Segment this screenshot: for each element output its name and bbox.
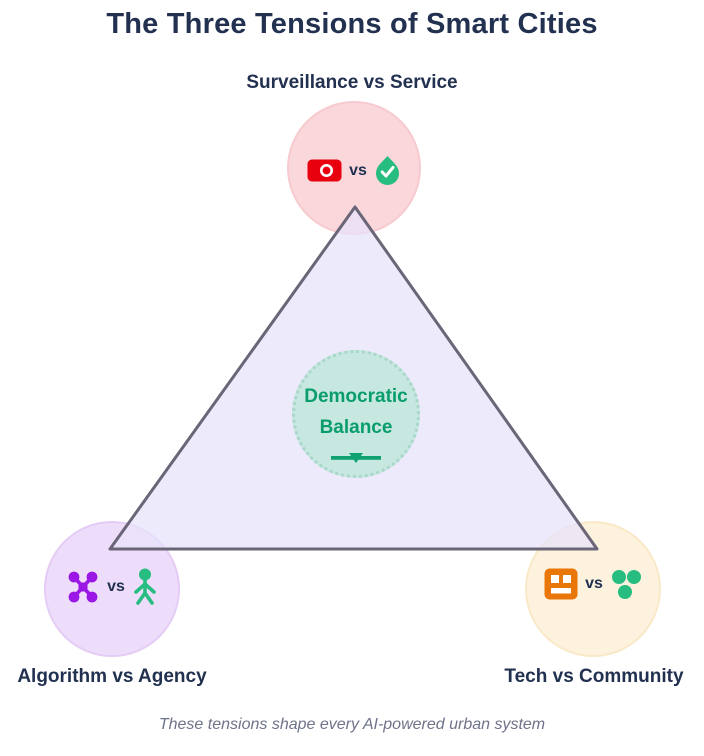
tech-community-icons: vs bbox=[525, 568, 661, 600]
building-icon bbox=[544, 568, 578, 600]
label-tech-vs-community: Tech vs Community bbox=[504, 666, 684, 687]
cctv-camera-icon bbox=[307, 159, 342, 182]
democratic-balance-line1: Democratic bbox=[304, 386, 408, 407]
democratic-balance-text: Democratic Balance bbox=[292, 381, 420, 443]
network-nodes-icon bbox=[66, 570, 100, 604]
person-icon bbox=[132, 568, 158, 606]
balance-scale-icon bbox=[328, 450, 384, 466]
vs-text-top: vs bbox=[349, 161, 367, 179]
verified-shield-icon bbox=[374, 155, 401, 186]
vs-text-right: vs bbox=[585, 575, 603, 592]
label-surveillance-vs-service: Surveillance vs Service bbox=[246, 72, 458, 93]
page-title: The Three Tensions of Smart Cities bbox=[106, 8, 598, 40]
algorithm-agency-icons: vs bbox=[44, 568, 180, 606]
surveillance-service-icons: vs bbox=[287, 155, 421, 186]
label-algorithm-vs-agency: Algorithm vs Agency bbox=[17, 666, 207, 687]
vs-text-left: vs bbox=[107, 578, 125, 595]
community-dots-icon bbox=[610, 568, 642, 600]
democratic-balance-line2: Balance bbox=[319, 417, 393, 438]
caption-text: These tensions shape every AI-powered ur… bbox=[158, 716, 546, 733]
